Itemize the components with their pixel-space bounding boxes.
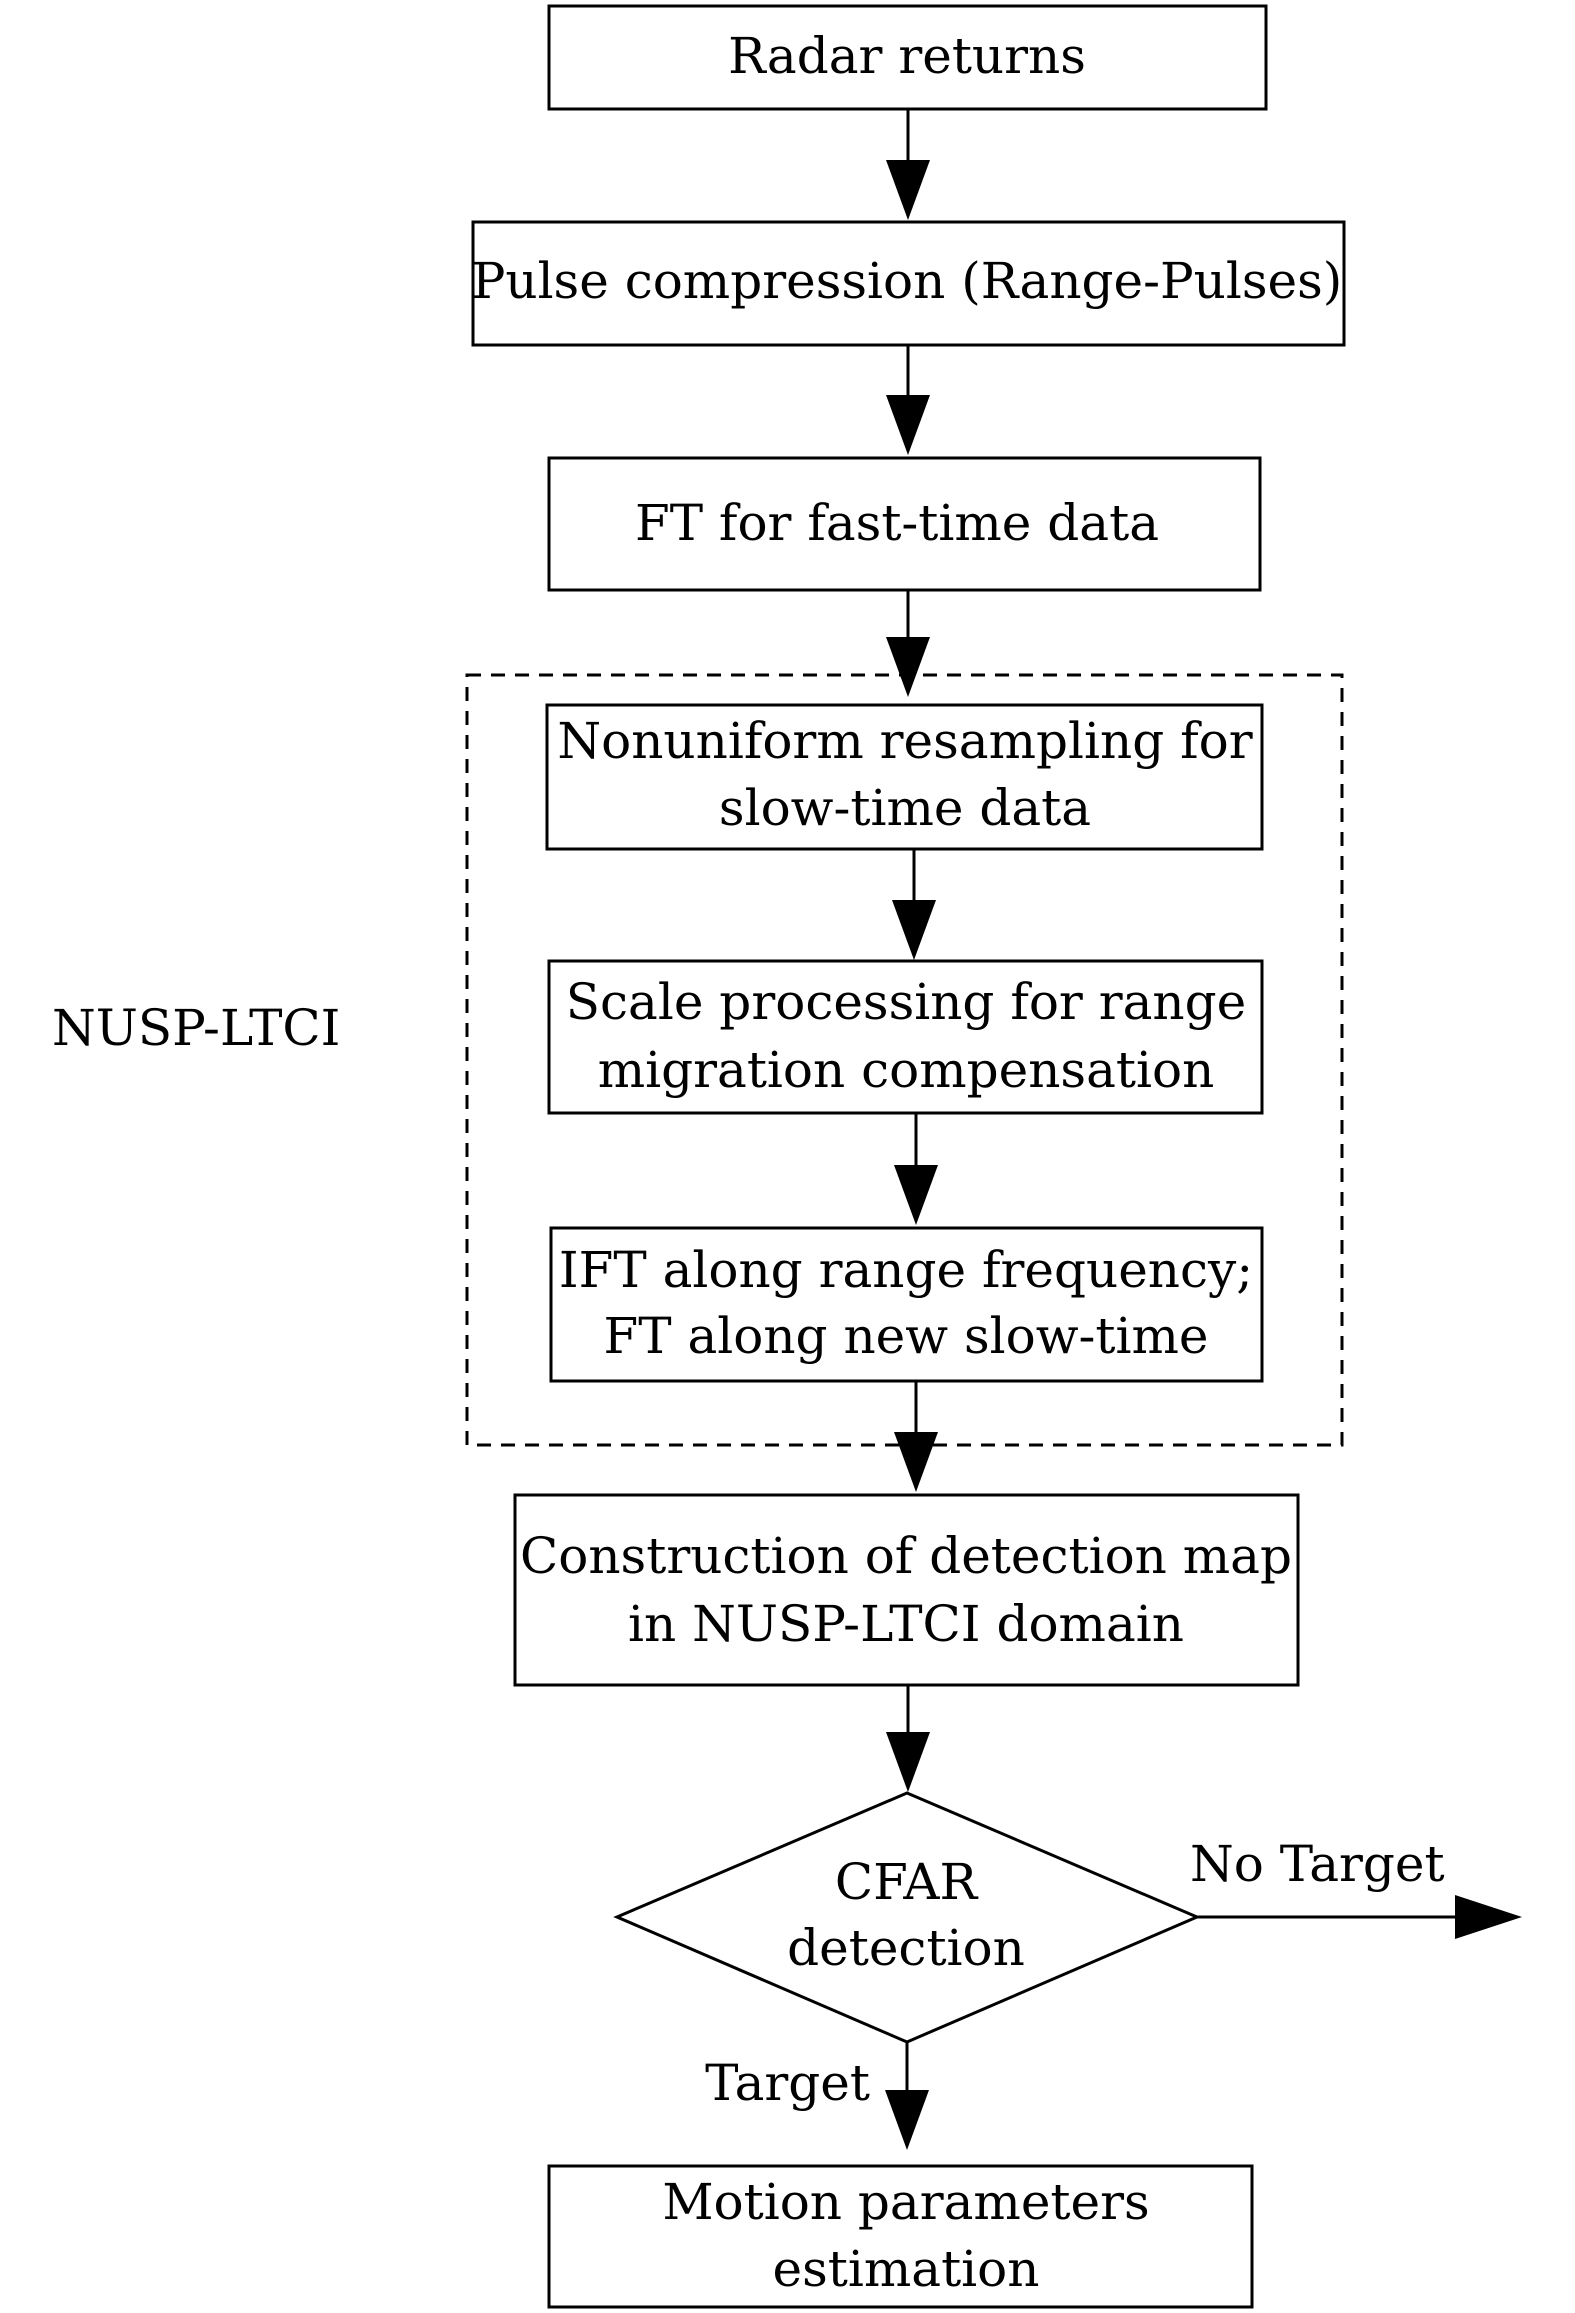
edge-cfar-to-no-target-arrowhead — [1455, 1895, 1522, 1939]
node-nonuniform-resampling-label-line-2: slow-time data — [719, 779, 1091, 837]
node-ft-fast-time-label: FT for fast-time data — [635, 494, 1159, 552]
node-detection-map-label-line-2: in NUSP-LTCI domain — [628, 1595, 1184, 1653]
edges — [885, 110, 1522, 2150]
node-detection-map-box — [513, 1493, 1300, 1687]
edge-label-no-target: No Target — [1190, 1835, 1445, 1893]
edge-resampling-to-scale-arrowhead — [892, 900, 936, 960]
node-ft-fast-time: FT for fast-time data — [547, 456, 1262, 592]
node-ift-ft-box — [549, 1226, 1264, 1383]
edge-cfar-to-motion-arrowhead — [885, 2090, 929, 2150]
node-detection-map: Construction of detection map in NUSP-LT… — [513, 1493, 1300, 1687]
node-detection-map-label-line-1: Construction of detection map — [520, 1527, 1292, 1585]
node-scale-processing-label-line-2: migration compensation — [598, 1041, 1215, 1099]
node-ft-fast-time-box — [547, 456, 1262, 592]
node-radar-returns-label: Radar returns — [728, 27, 1086, 85]
edge-detection-map-to-cfar-arrowhead — [886, 1732, 930, 1792]
node-nonuniform-resampling-label-line-1: Nonuniform resampling for — [557, 712, 1252, 770]
edge-ft-to-resampling-arrowhead — [886, 637, 930, 697]
node-ift-ft-label-line-1: IFT along range frequency; — [559, 1241, 1253, 1299]
node-scale-processing-box — [547, 959, 1264, 1115]
node-pulse-compression-label: Pulse compression (Range-Pulses) — [472, 252, 1343, 310]
node-radar-returns: Radar returns — [547, 4, 1268, 111]
node-cfar-detection: CFAR detection — [613, 1791, 1201, 2044]
edge-label-target: Target — [705, 2054, 870, 2112]
edge-pulse-to-ft-arrowhead — [886, 395, 930, 455]
node-cfar-detection-label-line-1: CFAR — [835, 1853, 979, 1911]
node-cfar-detection-label-line-2: detection — [787, 1919, 1025, 1977]
node-motion-estimation-box — [547, 2164, 1254, 2309]
node-pulse-compression-box — [471, 220, 1346, 347]
edge-ift-to-detection-map-arrowhead — [894, 1432, 938, 1492]
node-scale-processing: Scale processing for range migration com… — [547, 959, 1264, 1115]
node-pulse-compression: Pulse compression (Range-Pulses) — [471, 220, 1346, 347]
edge-scale-to-ift-arrowhead — [894, 1165, 938, 1225]
node-motion-estimation-label-line-2: estimation — [773, 2240, 1040, 2298]
node-scale-processing-label-line-1: Scale processing for range — [566, 973, 1246, 1031]
node-motion-estimation: Motion parameters estimation — [547, 2164, 1254, 2309]
nusp-ltci-group-label: NUSP-LTCI — [52, 999, 340, 1057]
node-nonuniform-resampling-box — [545, 703, 1264, 851]
node-radar-returns-box — [547, 4, 1268, 111]
node-nonuniform-resampling: Nonuniform resampling for slow-time data — [545, 703, 1264, 851]
node-cfar-detection-diamond — [613, 1791, 1201, 2044]
node-motion-estimation-label-line-1: Motion parameters — [662, 2173, 1149, 2231]
edge-radar-to-pulse-arrowhead — [886, 160, 930, 220]
node-ift-ft: IFT along range frequency; FT along new … — [549, 1226, 1264, 1383]
node-ift-ft-label-line-2: FT along new slow-time — [604, 1307, 1209, 1365]
